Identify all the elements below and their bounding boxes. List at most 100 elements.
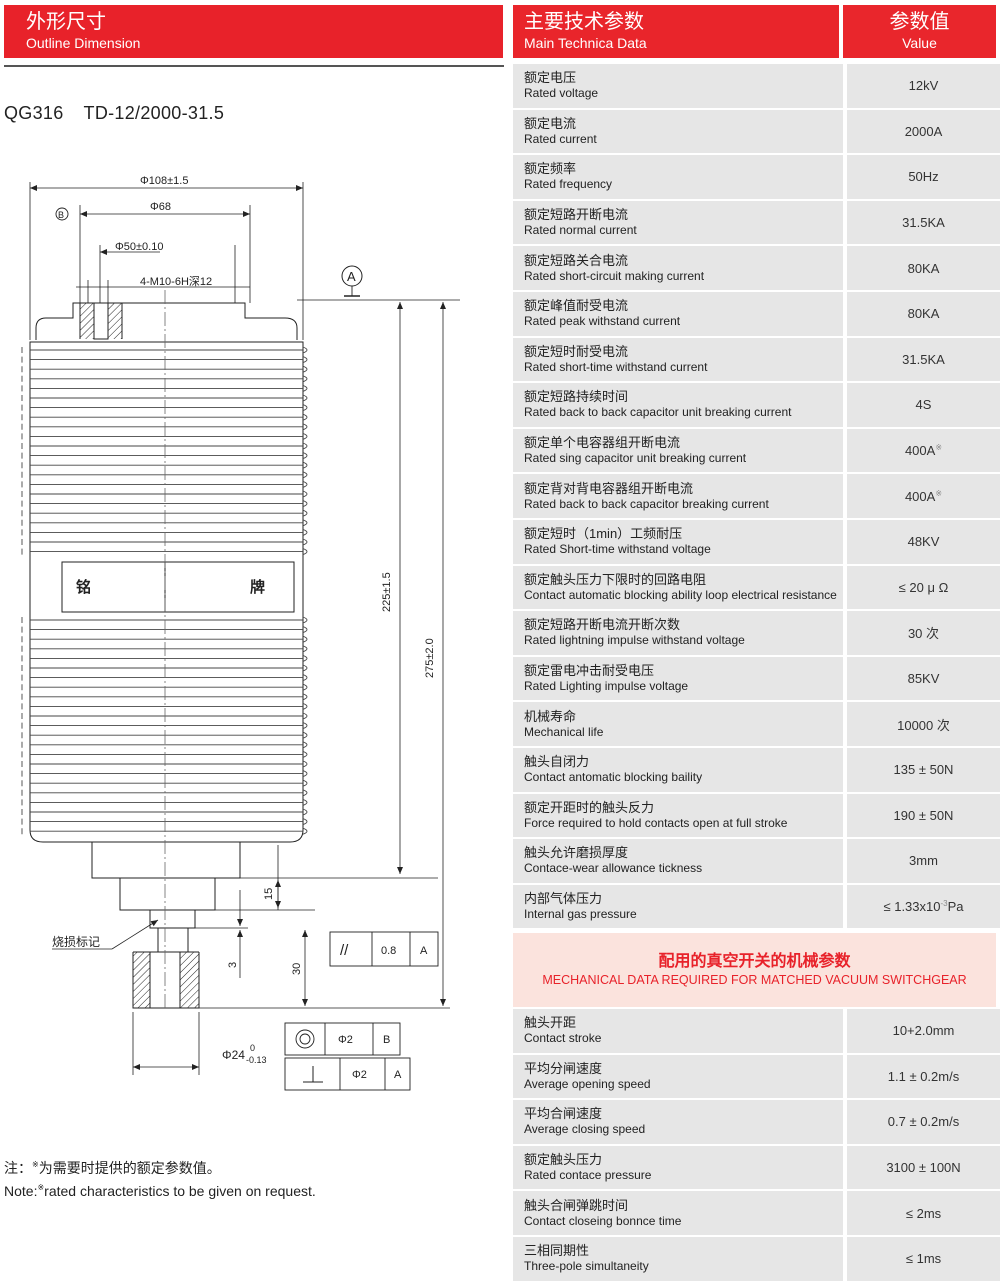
header-divider [4, 65, 504, 67]
mechanical-title-zh: 配用的真空开关的机械参数 [658, 953, 851, 970]
parameter-zh: 触头允许磨损厚度 [524, 845, 629, 861]
datum-b-label: B [58, 210, 64, 220]
parameter-zh: 触头自闭力 [524, 754, 590, 770]
main-data-title-en: Main Technica Data [524, 35, 647, 51]
outline-title-en: Outline Dimension [26, 35, 141, 51]
parameter-zh: 平均分闸速度 [524, 1060, 603, 1076]
value-header: 参数值 Value [843, 5, 996, 58]
dim-15: 15 [263, 888, 275, 900]
parameter-zh: 额定触头压力 [524, 1152, 603, 1168]
datum-a-label: A [347, 269, 356, 284]
nameplate-label-left: 铭 [76, 578, 91, 596]
parameter-en: Rated back to back capacitor unit breaki… [524, 405, 792, 420]
spec-value: ≤ 20 μ Ω [843, 564, 1000, 612]
spec-value: 50Hz [843, 154, 1000, 201]
spec-value: 85KV [843, 655, 1000, 703]
insulator-ribs [21, 346, 308, 835]
parameter-en: Internal gas pressure [524, 906, 637, 921]
parameter-zh: 额定短路开断电流 [524, 207, 629, 223]
spec-value: 0.7 ± 0.2m/s [843, 1099, 1000, 1146]
parameter-en: Contace-wear allowance tickness [524, 861, 703, 876]
spec-value: 80KA [843, 245, 1000, 292]
parameter-en: Contact closeing bonnce time [524, 1213, 682, 1228]
parameter-zh: 触头开距 [524, 1015, 577, 1031]
parameter-en: Rated normal current [524, 223, 637, 238]
parameter-zh: 触头合闸弹跳时间 [524, 1197, 629, 1213]
parameter-zh: 额定背对背电容器组开断电流 [524, 480, 694, 496]
datum-b-marker [55, 207, 69, 221]
perpendicularity-tolerance: Φ2 [352, 1069, 367, 1081]
model-series: QG316 [4, 103, 64, 123]
parallel-reference: A [420, 945, 428, 957]
thread-spec: 4-M10-6H深12 [140, 275, 212, 288]
spec-value: 10+2.0mm [843, 1009, 1000, 1055]
perpendicularity-symbol [303, 1066, 323, 1083]
parameter-zh: 额定开距时的触头反力 [524, 799, 655, 815]
perpendicularity-reference: A [394, 1069, 402, 1081]
wear-mark-label: 烧损标记 [52, 935, 100, 949]
parameter-en: Rated contace pressure [524, 1168, 652, 1183]
outline-drawing: 铭 牌 Φ108±1.5 Φ68 B Φ50±0.10 4-M10-6H深12 … [21, 175, 460, 1091]
mechanical-title-en: MECHANICAL DATA REQUIRED FOR MATCHED VAC… [542, 973, 967, 987]
spec-value: 3100 ± 100N [843, 1144, 1000, 1192]
parallel-symbol: // [340, 942, 349, 959]
parameter-zh: 额定电压 [524, 70, 577, 86]
parameter-zh: 额定频率 [524, 161, 577, 177]
spec-value: ≤ 1.33x10-3Pa [843, 883, 1000, 931]
bottom-step [119, 878, 216, 911]
parameter-zh: 额定峰值耐受电流 [524, 298, 629, 314]
concentricity-symbol [295, 1029, 315, 1049]
bottom-flange [91, 842, 241, 879]
value-title-zh: 参数值 [889, 11, 950, 33]
spec-value: 1.1 ± 0.2m/s [843, 1053, 1000, 1101]
parameter-en: Average opening speed [524, 1076, 651, 1091]
top-cap [35, 302, 298, 340]
parameter-en: Force required to hold contacts open at … [524, 815, 788, 830]
parameter-zh: 机械寿命 [524, 708, 577, 724]
parameter-en: Three-pole simultaneity [524, 1259, 649, 1274]
parameter-en: Mechanical life [524, 724, 604, 739]
dim-30: 30 [291, 963, 303, 975]
parameter-zh: 额定雷电冲击耐受电压 [524, 663, 655, 679]
on-request-mark: ※ [935, 488, 943, 498]
shaft-diameter: Φ24 [222, 1048, 245, 1062]
parameter-en: Rated frequency [524, 177, 613, 192]
concentricity-tolerance: Φ2 [338, 1034, 353, 1046]
shaft-tolerance-lower: -0.13 [246, 1055, 267, 1065]
spec-value: 135 ± 50N [843, 746, 1000, 794]
dim-outer-diameter: Φ108±1.5 [140, 175, 188, 187]
footnote-en: Note:※rated characteristics to be given … [4, 1183, 316, 1199]
parameter-zh: 三相同期性 [524, 1243, 590, 1259]
spec-value: 3mm [843, 838, 1000, 885]
spec-value: 2000A [843, 108, 1000, 156]
concentricity-reference: B [383, 1034, 390, 1046]
outline-dimension-header: 外形尺寸 Outline Dimension [4, 5, 503, 58]
parallel-tolerance: 0.8 [381, 945, 396, 957]
parameter-en: Rated short-circuit making current [524, 268, 705, 283]
footnote-zh: 注：※为需要时提供的额定参数值。 [4, 1160, 221, 1176]
